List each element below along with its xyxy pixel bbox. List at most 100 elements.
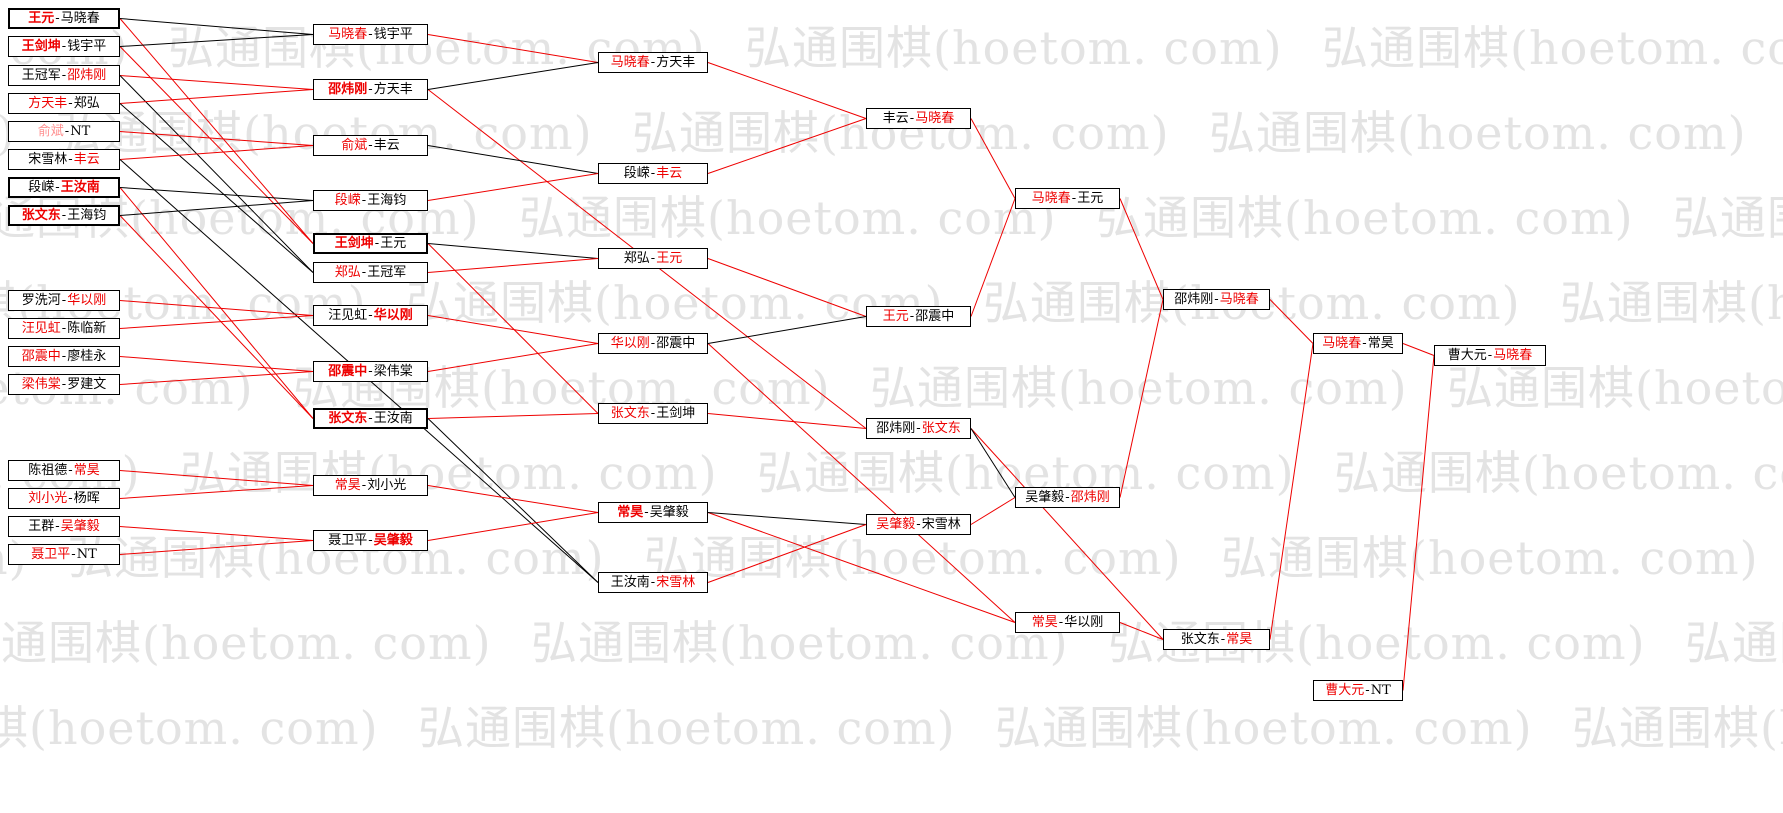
connection-line-black <box>119 187 314 201</box>
player-name-loser: 邵炜刚 <box>1174 292 1214 307</box>
player-name-winner: 常昊 <box>617 505 644 520</box>
name-separator: - <box>368 533 373 548</box>
name-separator: - <box>361 265 367 280</box>
match-box-c1m11: 邵震中-廖桂永 <box>8 346 120 367</box>
name-separator: - <box>1214 292 1219 307</box>
player-name-winner: 宋雪林 <box>656 575 696 590</box>
player-name-loser: 马晓春 <box>60 11 100 26</box>
connection-line-red <box>707 118 867 174</box>
match-box-c6m2: 张文东-常昊 <box>1163 629 1270 650</box>
player-name-loser: 方天丰 <box>373 82 413 97</box>
name-separator: - <box>1362 336 1367 351</box>
watermark-text: 弘通围棋(hoetom. com) <box>0 97 16 163</box>
player-name-winner: 马晓春 <box>1322 336 1362 351</box>
name-separator: - <box>361 193 367 208</box>
player-name-winner: 华以刚 <box>67 293 107 308</box>
connection-line-red <box>119 526 314 541</box>
watermark-text: 弘通围棋(hoetom. com) <box>1209 106 1747 160</box>
match-box-c4m2: 王元-邵震中 <box>866 306 971 327</box>
watermark-text: 弘通围棋(hoetom. com) <box>0 701 379 755</box>
player-name-loser: NT <box>70 124 91 139</box>
name-separator: - <box>368 82 373 97</box>
connection-line-red <box>427 258 599 273</box>
player-name-loser: 邵震中 <box>915 309 955 324</box>
match-box-c2m2: 邵炜刚-方天丰 <box>313 79 428 100</box>
watermark-text: 弘通围棋(hoetom. com) <box>1334 446 1783 500</box>
name-separator: - <box>1220 632 1226 647</box>
name-separator: - <box>61 349 67 364</box>
watermark-text: 弘通围棋(hoetom. com) <box>0 616 492 670</box>
watermark-text: 弘通围棋(hoetom. com) <box>870 361 1408 415</box>
name-separator: - <box>361 478 367 493</box>
connection-line-red <box>119 371 314 385</box>
connection-line-red <box>119 131 314 146</box>
match-box-c3m7: 王汝南-宋雪林 <box>598 572 708 593</box>
player-name-winner: 王汝南 <box>60 180 100 195</box>
player-name-winner: 丰云 <box>656 166 683 181</box>
connection-line-red <box>427 413 599 419</box>
player-name-winner: 常昊 <box>1226 632 1253 647</box>
watermark-text: 弘通围棋(hoetom. com) <box>1096 191 1634 245</box>
player-name-winner: 马晓春 <box>1219 292 1259 307</box>
player-name-loser: 华以刚 <box>1064 615 1104 630</box>
match-box-c3m3: 郑弘-王元 <box>598 248 708 269</box>
watermark-text: 弘通围棋(hoetom. com) <box>1673 191 1783 245</box>
connection-line-red <box>1402 355 1435 691</box>
match-box-c2m6: 郑弘-王冠军 <box>313 262 428 283</box>
connection-line-red <box>427 343 599 372</box>
connection-line-red <box>427 485 599 513</box>
connection-line-black <box>119 103 314 273</box>
connection-line-black <box>119 18 314 35</box>
player-name-loser: 曹大元 <box>1447 348 1487 363</box>
connection-line-red <box>119 75 314 90</box>
match-box-c1m14: 刘小光-杨晖 <box>8 488 120 509</box>
match-box-c7m2: 曹大元-NT <box>1313 680 1403 701</box>
player-name-loser: 王群 <box>28 519 55 534</box>
player-name-loser: 丰云 <box>373 138 400 153</box>
player-name-winner: 王剑坤 <box>21 39 61 54</box>
player-name-winner: 刘小光 <box>28 491 68 506</box>
player-name-winner: 马晓春 <box>1493 348 1533 363</box>
player-name-loser: 宋雪林 <box>28 152 68 167</box>
connection-line-red <box>119 470 314 486</box>
player-name-loser: NT <box>1370 683 1391 698</box>
match-box-c1m12: 梁伟棠-罗建文 <box>8 374 120 395</box>
name-separator: - <box>1065 490 1070 505</box>
connection-line-red <box>970 118 1016 199</box>
player-name-loser: 王冠军 <box>21 68 61 83</box>
player-name-winner: 段嵘 <box>334 193 361 208</box>
player-name-loser: 郑弘 <box>73 96 100 111</box>
player-name-loser: 郑弘 <box>623 251 650 266</box>
match-box-c1m8: 张文东-王海钧 <box>8 205 120 226</box>
match-box-c1m3: 王冠军-邵炜刚 <box>8 65 120 86</box>
name-separator: - <box>368 27 373 42</box>
match-box-c1m6: 宋雪林-丰云 <box>8 149 120 170</box>
connection-line-red <box>427 512 599 541</box>
name-separator: - <box>61 377 67 392</box>
watermark-text: 弘通围棋(hoetom. com) <box>1560 276 1783 330</box>
player-name-winner: 丰云 <box>73 152 100 167</box>
name-separator: - <box>61 68 67 83</box>
player-name-loser: 杨晖 <box>73 491 100 506</box>
match-box-c1m9: 罗洗河-华以刚 <box>8 290 120 311</box>
player-name-winner: 马晓春 <box>610 55 650 70</box>
player-name-winner: 汪见虹 <box>21 321 61 336</box>
player-name-winner: 常昊 <box>334 478 361 493</box>
connection-line-red <box>1119 299 1164 498</box>
player-name-winner: 常昊 <box>73 463 100 478</box>
connection-line-red <box>707 524 867 583</box>
match-box-c1m2: 王剑坤-钱宇平 <box>8 36 120 57</box>
name-separator: - <box>650 55 656 70</box>
watermark-text: 弘通围棋(hoetom. com) <box>1322 21 1783 75</box>
watermark-text: 弘通围棋(hoetom. com) <box>644 531 1182 585</box>
match-box-c8m1: 曹大元-马晓春 <box>1434 345 1546 366</box>
connection-line-black <box>427 418 599 583</box>
match-box-c1m7: 段嵘-王汝南 <box>8 177 120 198</box>
connection-line-red <box>119 356 314 372</box>
player-name-winner: 华以刚 <box>610 336 650 351</box>
connection-line-red <box>1269 299 1314 344</box>
name-separator: - <box>916 517 921 532</box>
match-box-c1m16: 聂卫平-NT <box>8 544 120 565</box>
watermark-text: 弘通围棋(hoetom. com) <box>406 276 944 330</box>
